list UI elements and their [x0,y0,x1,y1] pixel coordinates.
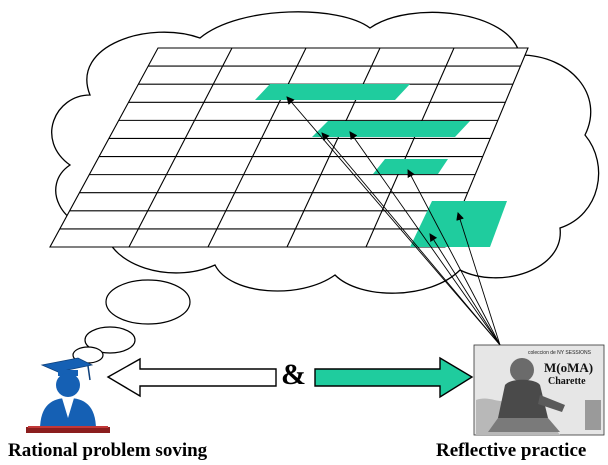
caption-rational-problem-solving: Rational problem soving [8,440,208,461]
left-outline-arrow [106,357,277,398]
poster-title-line2: Charette [548,376,586,387]
grid-column-line [207,47,307,248]
design-space-grid [49,47,529,248]
graduate-figure-icon [26,357,110,433]
arrow-to-cell-4a [456,212,501,346]
grid-column-line [365,47,455,248]
grid-column-line [286,47,381,248]
arrow-to-cell-4b [429,233,501,346]
arrow-to-cell-3 [407,169,501,346]
highlighted-cells [255,84,507,247]
grid-vertical-lines [128,47,455,248]
connector-ampersand: & [281,358,306,391]
poster-small-text: coleccion de NY SESSIONS [528,350,592,356]
thought-bubble-medium [84,326,136,354]
reflection-arrows [286,96,501,346]
grid-column-line [128,47,233,248]
highlight-cell-3 [373,159,448,174]
charette-poster-image: coleccion de NY SESSIONS M(oMA) Charette [473,344,605,436]
arrow-to-cell-2b [349,131,501,346]
arrow-to-cell-2a [321,132,501,346]
highlight-cell-1 [255,84,410,100]
thought-bubble-large [105,279,191,325]
caption-reflective-practice: Reflective practice [436,440,587,461]
right-green-arrow [314,356,474,399]
thought-bubbles [72,279,191,364]
highlight-cell-2 [312,121,470,137]
poster-title-line1: M(oMA) [544,360,593,375]
